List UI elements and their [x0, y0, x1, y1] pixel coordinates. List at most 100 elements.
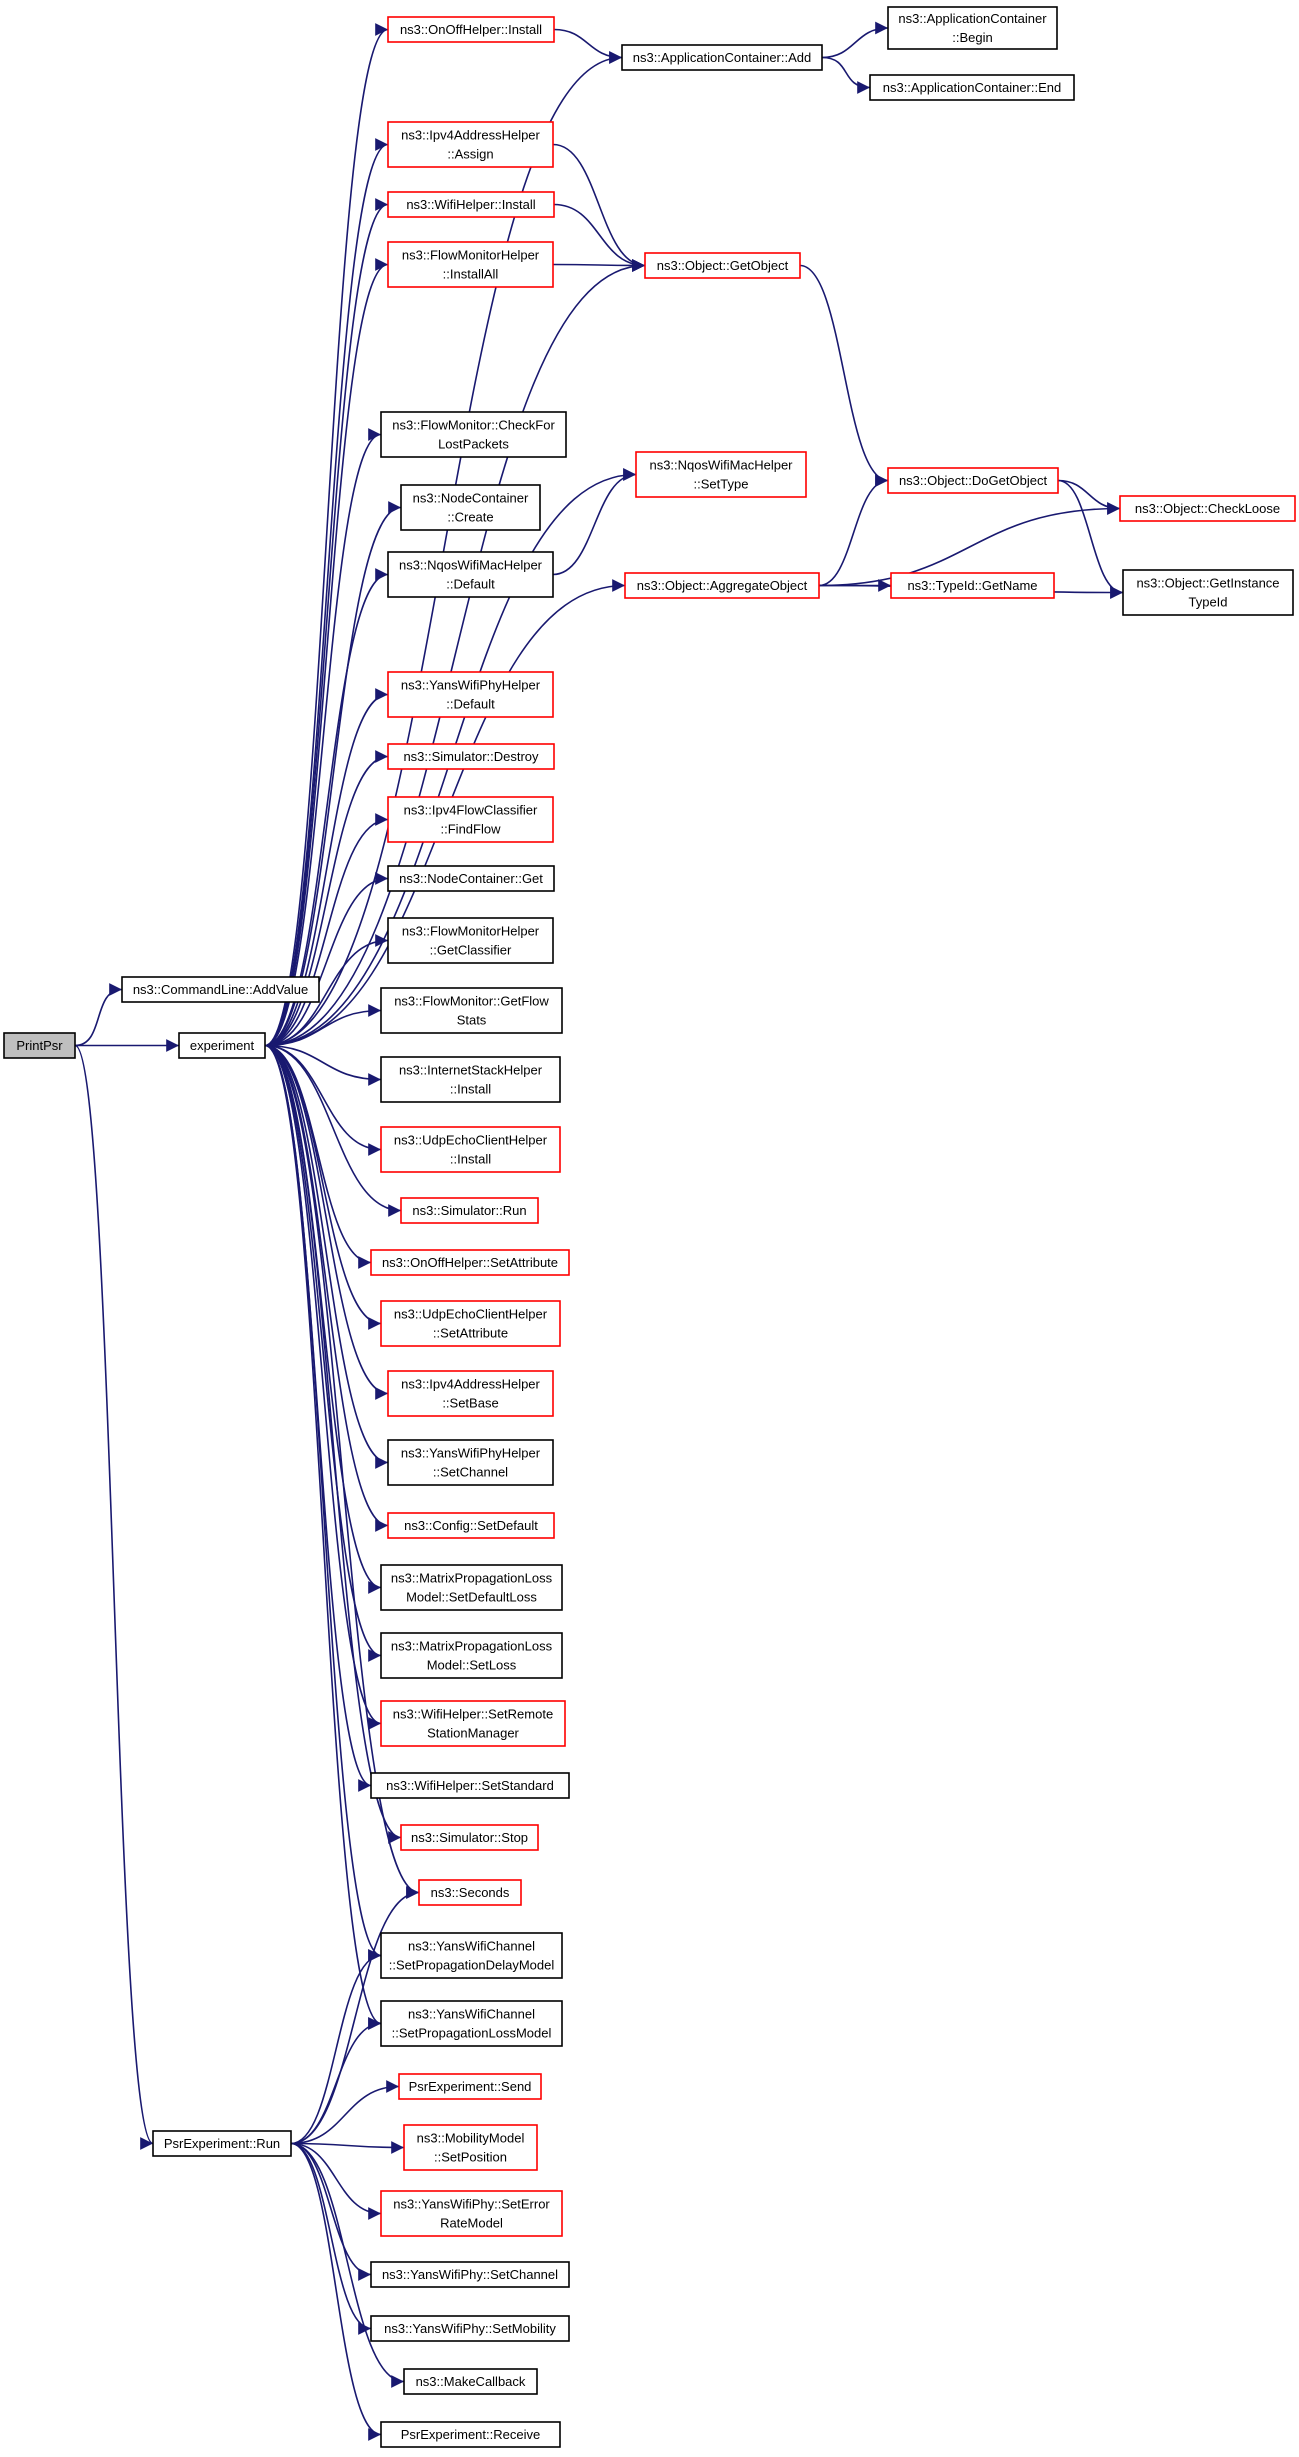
call-nodes: PrintPsr ns3::CommandLine::AddValueexperi… — [3, 6, 1296, 2448]
node-appbegin[interactable]: ns3::ApplicationContainer::Begin — [887, 6, 1058, 50]
edge-printpsr-to-psrrun — [74, 1044, 154, 2150]
node-label: ::Install — [450, 1082, 491, 1097]
node-label: ns3::Object::GetObject — [657, 258, 789, 273]
node-nqossettype[interactable]: ns3::NqosWifiMacHelper::SetType — [635, 451, 807, 498]
node-yansphysetchannel[interactable]: ns3::YansWifiPhyHelper::SetChannel — [387, 1439, 554, 1486]
node-box — [869, 74, 1075, 101]
node-box — [380, 1300, 561, 1347]
node-label: StationManager — [427, 1726, 519, 1741]
edge-experiment-to-mplsetloss — [264, 1044, 382, 1662]
node-yansphydefault[interactable]: ns3::YansWifiPhyHelper::Default — [387, 671, 554, 718]
node-box — [387, 917, 554, 964]
edge-experiment-to-configsetdefault — [264, 1044, 389, 1532]
node-dogetobject[interactable]: ns3::Object::DoGetObject — [887, 467, 1059, 494]
node-seconds[interactable]: ns3::Seconds — [418, 1879, 522, 1906]
edge-ipv4assign-to-getobject — [552, 143, 646, 272]
node-appadd[interactable]: ns3::ApplicationContainer::Add — [621, 44, 823, 71]
node-ishinstall[interactable]: ns3::InternetStackHelper::Install — [380, 1056, 561, 1103]
node-box — [398, 2073, 542, 2100]
node-label: ::Default — [446, 577, 495, 592]
node-simstop[interactable]: ns3::Simulator::Stop — [400, 1824, 539, 1851]
node-box — [403, 2368, 538, 2395]
node-checkloose[interactable]: ns3::Object::CheckLoose — [1119, 495, 1296, 522]
edge-experiment-to-ishinstall — [264, 1044, 382, 1086]
edge-experiment-to-ipv4setbase — [264, 1044, 389, 1400]
node-box — [380, 987, 563, 1034]
node-box — [370, 1249, 570, 1276]
edge-psrrun-to-psrsend — [290, 2080, 400, 2145]
node-label: ns3::Object::AggregateObject — [637, 578, 808, 593]
node-label: ns3::MobilityModel — [417, 2131, 525, 2146]
node-printpsr[interactable]: PrintPsr — [3, 1032, 76, 1059]
node-label: ns3::OnOffHelper::SetAttribute — [382, 1255, 558, 1270]
node-nqosdefault[interactable]: ns3::NqosWifiMacHelper::Default — [387, 551, 554, 598]
node-findflow[interactable]: ns3::Ipv4FlowClassifier::FindFlow — [387, 796, 554, 843]
node-label: ::SetType — [694, 477, 749, 492]
node-label: ns3::FlowMonitor::GetFlow — [394, 994, 549, 1009]
node-box — [387, 191, 555, 218]
node-label: ::Create — [447, 510, 493, 525]
node-label: ns3::OnOffHelper::Install — [400, 22, 542, 37]
node-addvalue[interactable]: ns3::CommandLine::AddValue — [121, 976, 320, 1003]
node-fmhinstallall[interactable]: ns3::FlowMonitorHelper::InstallAll — [387, 241, 554, 288]
node-label: ns3::TypeId::GetName — [907, 578, 1037, 593]
node-psrrun[interactable]: PsrExperiment::Run — [152, 2130, 292, 2157]
node-psrreceive[interactable]: PsrExperiment::Receive — [380, 2421, 561, 2448]
node-simrun[interactable]: ns3::Simulator::Run — [400, 1197, 539, 1224]
node-label: PsrExperiment::Send — [409, 2079, 532, 2094]
edge-wifiinstall-to-getobject — [553, 203, 646, 272]
node-udpsetattr[interactable]: ns3::UdpEchoClientHelper::SetAttribute — [380, 1300, 561, 1347]
node-label: ns3::WifiHelper::SetRemote — [393, 1707, 553, 1722]
node-label: ns3::NqosWifiMacHelper — [399, 558, 543, 573]
edge-aggregate-to-checkloose — [818, 502, 1121, 587]
node-wifiinstall[interactable]: ns3::WifiHelper::Install — [387, 191, 555, 218]
node-label: Model::SetDefaultLoss — [406, 1590, 537, 1605]
edge-experiment-to-findflow — [264, 813, 389, 1047]
node-label: ns3::WifiHelper::SetStandard — [386, 1778, 554, 1793]
node-nccreate[interactable]: ns3::NodeContainer::Create — [400, 484, 541, 531]
node-box — [387, 1439, 554, 1486]
node-makecallback[interactable]: ns3::MakeCallback — [403, 2368, 538, 2395]
node-box — [400, 1197, 539, 1224]
edge-experiment-to-setremote — [264, 1044, 382, 1730]
node-label: ns3::NodeContainer — [413, 491, 529, 506]
node-aggregate[interactable]: ns3::Object::AggregateObject — [624, 572, 820, 599]
edge-psrrun-to-ywcloss — [290, 2017, 382, 2145]
node-ywcloss[interactable]: ns3::YansWifiChannel::SetPropagationLoss… — [380, 2000, 563, 2047]
node-mmsetposition[interactable]: ns3::MobilityModel::SetPosition — [403, 2124, 538, 2171]
edge-experiment-to-fmhinstallall — [264, 258, 389, 1047]
node-udpinstall[interactable]: ns3::UdpEchoClientHelper::Install — [380, 1126, 561, 1173]
node-label: ns3::Ipv4AddressHelper — [401, 1377, 540, 1392]
node-setstandard[interactable]: ns3::WifiHelper::SetStandard — [370, 1772, 570, 1799]
node-getobject[interactable]: ns3::Object::GetObject — [644, 252, 801, 279]
node-mpldefaultloss[interactable]: ns3::MatrixPropagationLossModel::SetDefa… — [380, 1564, 563, 1611]
node-experiment[interactable]: experiment — [178, 1032, 266, 1059]
node-typeidgetname[interactable]: ns3::TypeId::GetName — [890, 572, 1055, 599]
edge-experiment-to-yansphydefault — [264, 688, 389, 1047]
node-getclassifier[interactable]: ns3::FlowMonitorHelper::GetClassifier — [387, 917, 554, 964]
node-box — [400, 1824, 539, 1851]
node-ipv4assign[interactable]: ns3::Ipv4AddressHelper::Assign — [387, 121, 554, 168]
node-box — [387, 1512, 555, 1539]
node-label: ::SetChannel — [433, 1465, 508, 1480]
edge-experiment-to-nccreate — [264, 501, 402, 1047]
node-append[interactable]: ns3::ApplicationContainer::End — [869, 74, 1075, 101]
node-psrsend[interactable]: PsrExperiment::Send — [398, 2073, 542, 2100]
node-ncget[interactable]: ns3::NodeContainer::Get — [387, 865, 555, 892]
node-ipv4setbase[interactable]: ns3::Ipv4AddressHelper::SetBase — [387, 1370, 554, 1417]
node-ywpsetchannel[interactable]: ns3::YansWifiPhy::SetChannel — [370, 2261, 570, 2288]
node-configsetdefault[interactable]: ns3::Config::SetDefault — [387, 1512, 555, 1539]
node-onoffinstall[interactable]: ns3::OnOffHelper::Install — [387, 16, 555, 43]
node-simdestroy[interactable]: ns3::Simulator::Destroy — [387, 743, 555, 770]
node-label: PrintPsr — [16, 1038, 63, 1053]
node-ywpsetmobility[interactable]: ns3::YansWifiPhy::SetMobility — [370, 2315, 570, 2342]
node-ywcdelay[interactable]: ns3::YansWifiChannel::SetPropagationDela… — [380, 1932, 563, 1979]
node-onoffsetattr[interactable]: ns3::OnOffHelper::SetAttribute — [370, 1249, 570, 1276]
node-box — [380, 411, 567, 458]
